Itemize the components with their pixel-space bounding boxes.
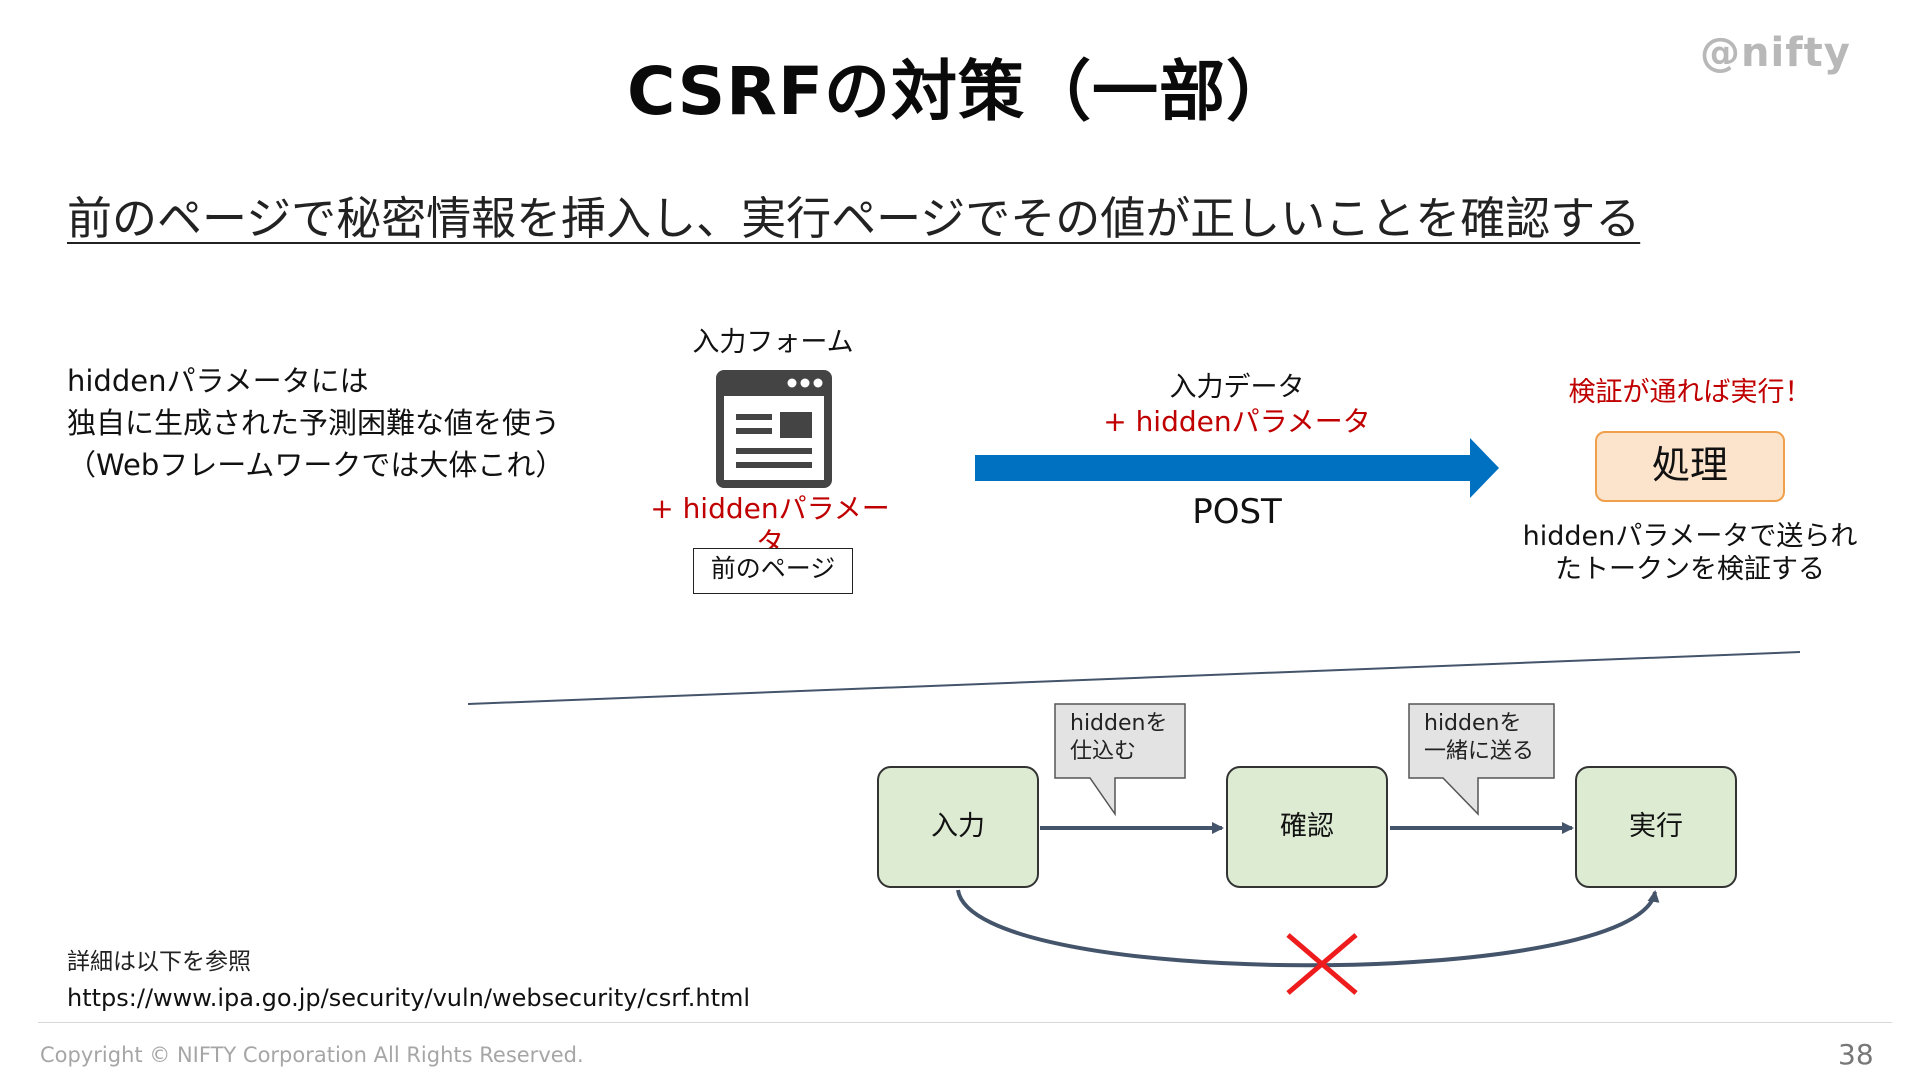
browser-form-icon (716, 370, 832, 488)
flow-arrow-bypass (956, 889, 1660, 968)
callout-text-1: hiddenを 仕込む (1070, 710, 1167, 766)
note-line: （Webフレームワークでは大体これ） (67, 448, 565, 482)
cross-mark-icon (1286, 933, 1358, 995)
callout-text-2: hiddenを 一緒に送る (1424, 710, 1534, 766)
page-number: 38 (1838, 1038, 1874, 1071)
process-box: 処理 (1595, 431, 1785, 502)
previous-page-label: 前のページ (693, 548, 853, 594)
callout-bubble-2 (1408, 703, 1555, 816)
section-divider (467, 651, 1801, 705)
description-line: hiddenパラメータで送られ (1522, 521, 1858, 552)
reference-link[interactable]: https://www.ipa.go.jp/security/vuln/webs… (67, 984, 751, 1012)
arrow-label-hidden: + hiddenパラメータ (1103, 405, 1371, 438)
callout-line: hiddenを (1070, 711, 1168, 736)
footer-divider (38, 1022, 1892, 1023)
arrow-label-post: POST (1192, 492, 1282, 532)
slide-title: CSRFの対策（一部） (626, 53, 1294, 130)
hidden-parameter-note: hiddenパラメータには 独自に生成された予測困難な値を使う （Webフレーム… (67, 360, 564, 486)
arrow-label-input-data: 入力データ (1169, 372, 1305, 403)
callout-line: 仕込む (1070, 739, 1137, 764)
description-line: たトークンを検証する (1555, 554, 1825, 585)
note-line: 独自に生成された予測困難な値を使う (67, 406, 561, 440)
callout-line: 一緒に送る (1424, 739, 1535, 764)
flow-step-input: 入力 (877, 766, 1039, 888)
nifty-logo: @nifty (1700, 30, 1851, 76)
form-label: 入力フォーム (692, 327, 854, 358)
reference-label: 詳細は以下を参照 (67, 949, 251, 975)
slide-subtitle: 前のページで秘密情報を挿入し、実行ページでその値が正しいことを確認する (67, 192, 1641, 245)
process-heading: 検証が通れば実行！ (1568, 377, 1812, 408)
copyright-text: Copyright © NIFTY Corporation All Rights… (40, 1043, 584, 1067)
note-line: hiddenパラメータには (67, 364, 369, 398)
callout-bubble-1 (1054, 703, 1186, 817)
callout-line: hiddenを (1424, 711, 1522, 736)
flow-step-execute: 実行 (1575, 766, 1737, 888)
post-arrow (975, 438, 1499, 498)
process-description: hiddenパラメータで送られ たトークンを検証する (1490, 520, 1890, 586)
flow-step-confirm: 確認 (1226, 766, 1388, 888)
